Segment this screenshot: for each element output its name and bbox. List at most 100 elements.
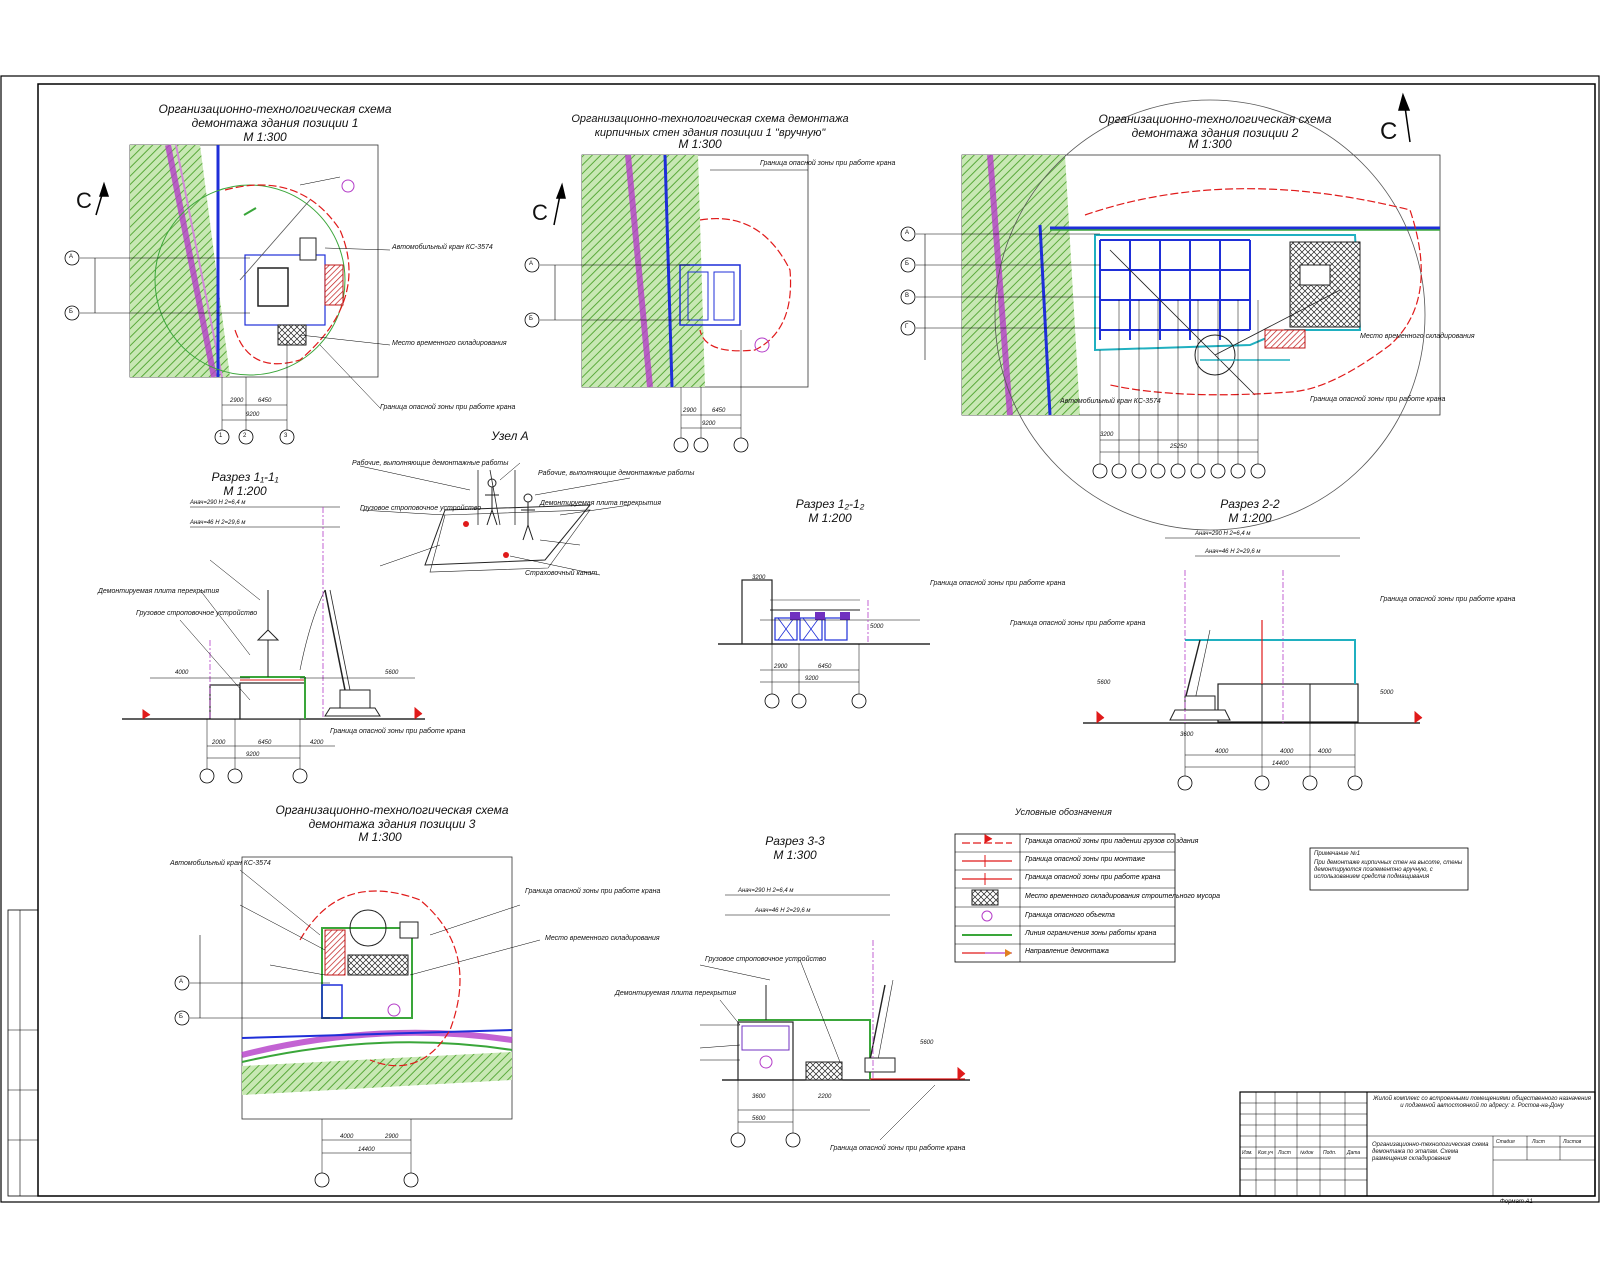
dim-2900-p1: 2900 — [230, 398, 244, 404]
dim-14400-p3: 14400 — [358, 1147, 375, 1153]
section-1-2 — [718, 579, 930, 709]
dim-9200-s12: 9200 — [805, 676, 819, 682]
stamp-stage: Стадия — [1496, 1139, 1515, 1145]
dim-2000-s11: 2000 — [212, 740, 226, 746]
section12-scale: М 1:200 — [808, 511, 852, 525]
label-zone-p2: Граница опасной зоны при работе крана — [1310, 396, 1446, 403]
legend-item: Граница опасной зоны при монтаже — [1025, 856, 1146, 863]
section22-scale: М 1:200 — [1228, 511, 1272, 525]
dim-3600-s33: 3600 — [752, 1094, 766, 1100]
dim-9200-p1b: 9200 — [702, 421, 716, 427]
elev-s22-2: Анач=46 Н 2=29,6 м — [1205, 549, 1261, 555]
label-sling-s33: Грузовое строповочное устройство — [705, 956, 827, 963]
dim-2900-s12: 2900 — [774, 664, 788, 670]
label-zone-s11: Граница опасной зоны при работе крана — [330, 728, 466, 735]
dim-4000-s22: 4000 — [1215, 749, 1229, 755]
stamp-sheets: Листов — [1563, 1139, 1582, 1145]
legend-item: Граница опасной зоны при работе крана — [1025, 874, 1161, 881]
elev-s11-1: Анач=290 Н 2=6,4 м — [190, 500, 246, 506]
stamp-col-list: Лист — [1278, 1150, 1291, 1156]
plan3-title: Организационно-технологическая схема дем… — [275, 803, 509, 831]
stamp-col-izm: Изм. — [1242, 1150, 1253, 1156]
plan-position-1b — [524, 154, 809, 453]
legend-item: Место временного складирования строитель… — [1025, 893, 1221, 900]
dim-4000b-s22: 4000 — [1280, 749, 1294, 755]
section-3-3 — [699, 894, 970, 1148]
title-block — [1239, 1091, 1596, 1197]
dim-3000-s12: 3200 — [752, 575, 766, 581]
plan3-scale: М 1:300 — [358, 830, 402, 844]
stamp-col-podp: Подп. — [1323, 1150, 1337, 1156]
north-letter-2: С — [532, 200, 548, 225]
label-safety-node: Страховочный канат — [525, 570, 598, 577]
dim-2900-p3: 2900 — [385, 1134, 399, 1140]
stamp-sheet-title: Организационно-технологическая схема дем… — [1372, 1142, 1489, 1162]
plan-position-3 — [174, 856, 541, 1188]
node-a-detail — [359, 462, 631, 576]
label-dismantle-s33: Демонтируемая плита перекрытия — [615, 990, 736, 997]
dim-6450-s12: 6450 — [818, 664, 832, 670]
plan-position-1 — [64, 144, 391, 445]
label-storage-p3: Место временного складирования — [545, 935, 660, 942]
section11-title: Разрез 1₁-1₁ — [211, 470, 279, 484]
dim-6450-s11: 6450 — [258, 740, 272, 746]
axis-p1b-a: А — [529, 261, 534, 267]
label-worker-node: Рабочие, выполняющие демонтажные работы — [352, 460, 509, 467]
dim-9200-p1: 9200 — [246, 412, 260, 418]
label-dismantle-node: Демонтируемая плита перекрытия — [540, 500, 661, 507]
section-1-1 — [122, 506, 425, 784]
label-crane-p3: Автомобильный кран КС-3574 — [170, 860, 271, 867]
dim-5000-s12: 5000 — [870, 624, 884, 630]
dim-14400-s22: 14400 — [1272, 761, 1289, 767]
section33-scale: М 1:300 — [773, 848, 817, 862]
axis-p1-a: А — [69, 254, 74, 260]
plan1-title: Организационно-технологическая схема дем… — [158, 102, 392, 130]
legend-item: Линия ограничения зоны работы крана — [1025, 930, 1157, 937]
legend-item: Направление демонтажа — [1025, 948, 1109, 955]
elev-s33-2: Анач=46 Н 2=29,6 м — [755, 908, 811, 914]
section33-title: Разрез 3-3 — [765, 834, 825, 848]
elev-s33-1: Анач=290 Н 2=6,4 м — [738, 888, 794, 894]
inner-frame — [37, 83, 1596, 1197]
axis-p1b-b: Б — [529, 316, 533, 322]
left-stamp — [7, 909, 39, 1197]
section11-scale: М 1:200 — [223, 484, 267, 498]
dim-5600-s33: 5600 — [752, 1116, 766, 1122]
note-box — [1309, 847, 1469, 891]
plan-position-2 — [900, 99, 1441, 531]
dim-25250: 25250 — [1170, 444, 1187, 450]
note-title: Примечание №1 — [1314, 851, 1361, 857]
dim-5600-s11: 5600 — [385, 670, 399, 676]
label-zone-p1: Граница опасной зоны при работе крана — [380, 404, 516, 411]
north-arrow — [95, 92, 1411, 226]
label-zone2-s22: Граница опасной зоны при работе крана — [1010, 620, 1146, 627]
dim-5600b-s33: 5600 — [920, 1040, 934, 1046]
label-worker2-node: Рабочие, выполняющие демонтажные работы — [538, 470, 695, 477]
section22-title: Разрез 2-2 — [1220, 497, 1280, 511]
label-zone-s22: Граница опасной зоны при работе крана — [1380, 596, 1516, 603]
plan1b-scale: М 1:300 — [678, 137, 722, 151]
legend-item: Граница опасного объекта — [1025, 912, 1115, 919]
axis-p2-a: А — [905, 230, 910, 236]
dim-6450-p1: 6450 — [258, 398, 272, 404]
north-letter-1: С — [76, 188, 92, 213]
stamp-format: Формат А1 — [1500, 1199, 1533, 1205]
label-zone-p1b: Граница опасной зоны при работе крана — [760, 160, 896, 167]
dim-4400-p3: 4000 — [340, 1134, 354, 1140]
legend-table — [954, 833, 1176, 963]
axis-p1-2: 2 — [243, 433, 247, 439]
label-storage-p2: Место временного складирования — [1360, 333, 1475, 340]
note-text: При демонтаже кирпичных стен на высоте, … — [1314, 860, 1463, 880]
stamp-col-kol: Кол.уч — [1258, 1150, 1273, 1156]
dim-9200-s11: 9200 — [246, 752, 260, 758]
dim-3200-p2: 3200 — [1100, 432, 1114, 438]
plan1-scale: М 1:300 — [243, 130, 287, 144]
label-storage-p1: Место временного складирования — [392, 340, 507, 347]
outer-frame — [0, 75, 1600, 1203]
legend-rows: Граница опасной зоны при падении грузов … — [955, 834, 1221, 962]
plan2-scale: М 1:300 — [1188, 137, 1232, 151]
dim-4200-s11: 4200 — [310, 740, 324, 746]
label-sling-s11: Грузовое строповочное устройство — [136, 610, 258, 617]
label-zone-s12: Граница опасной зоны при работе крана — [930, 580, 1066, 587]
stamp-sheet: Лист — [1532, 1139, 1545, 1145]
